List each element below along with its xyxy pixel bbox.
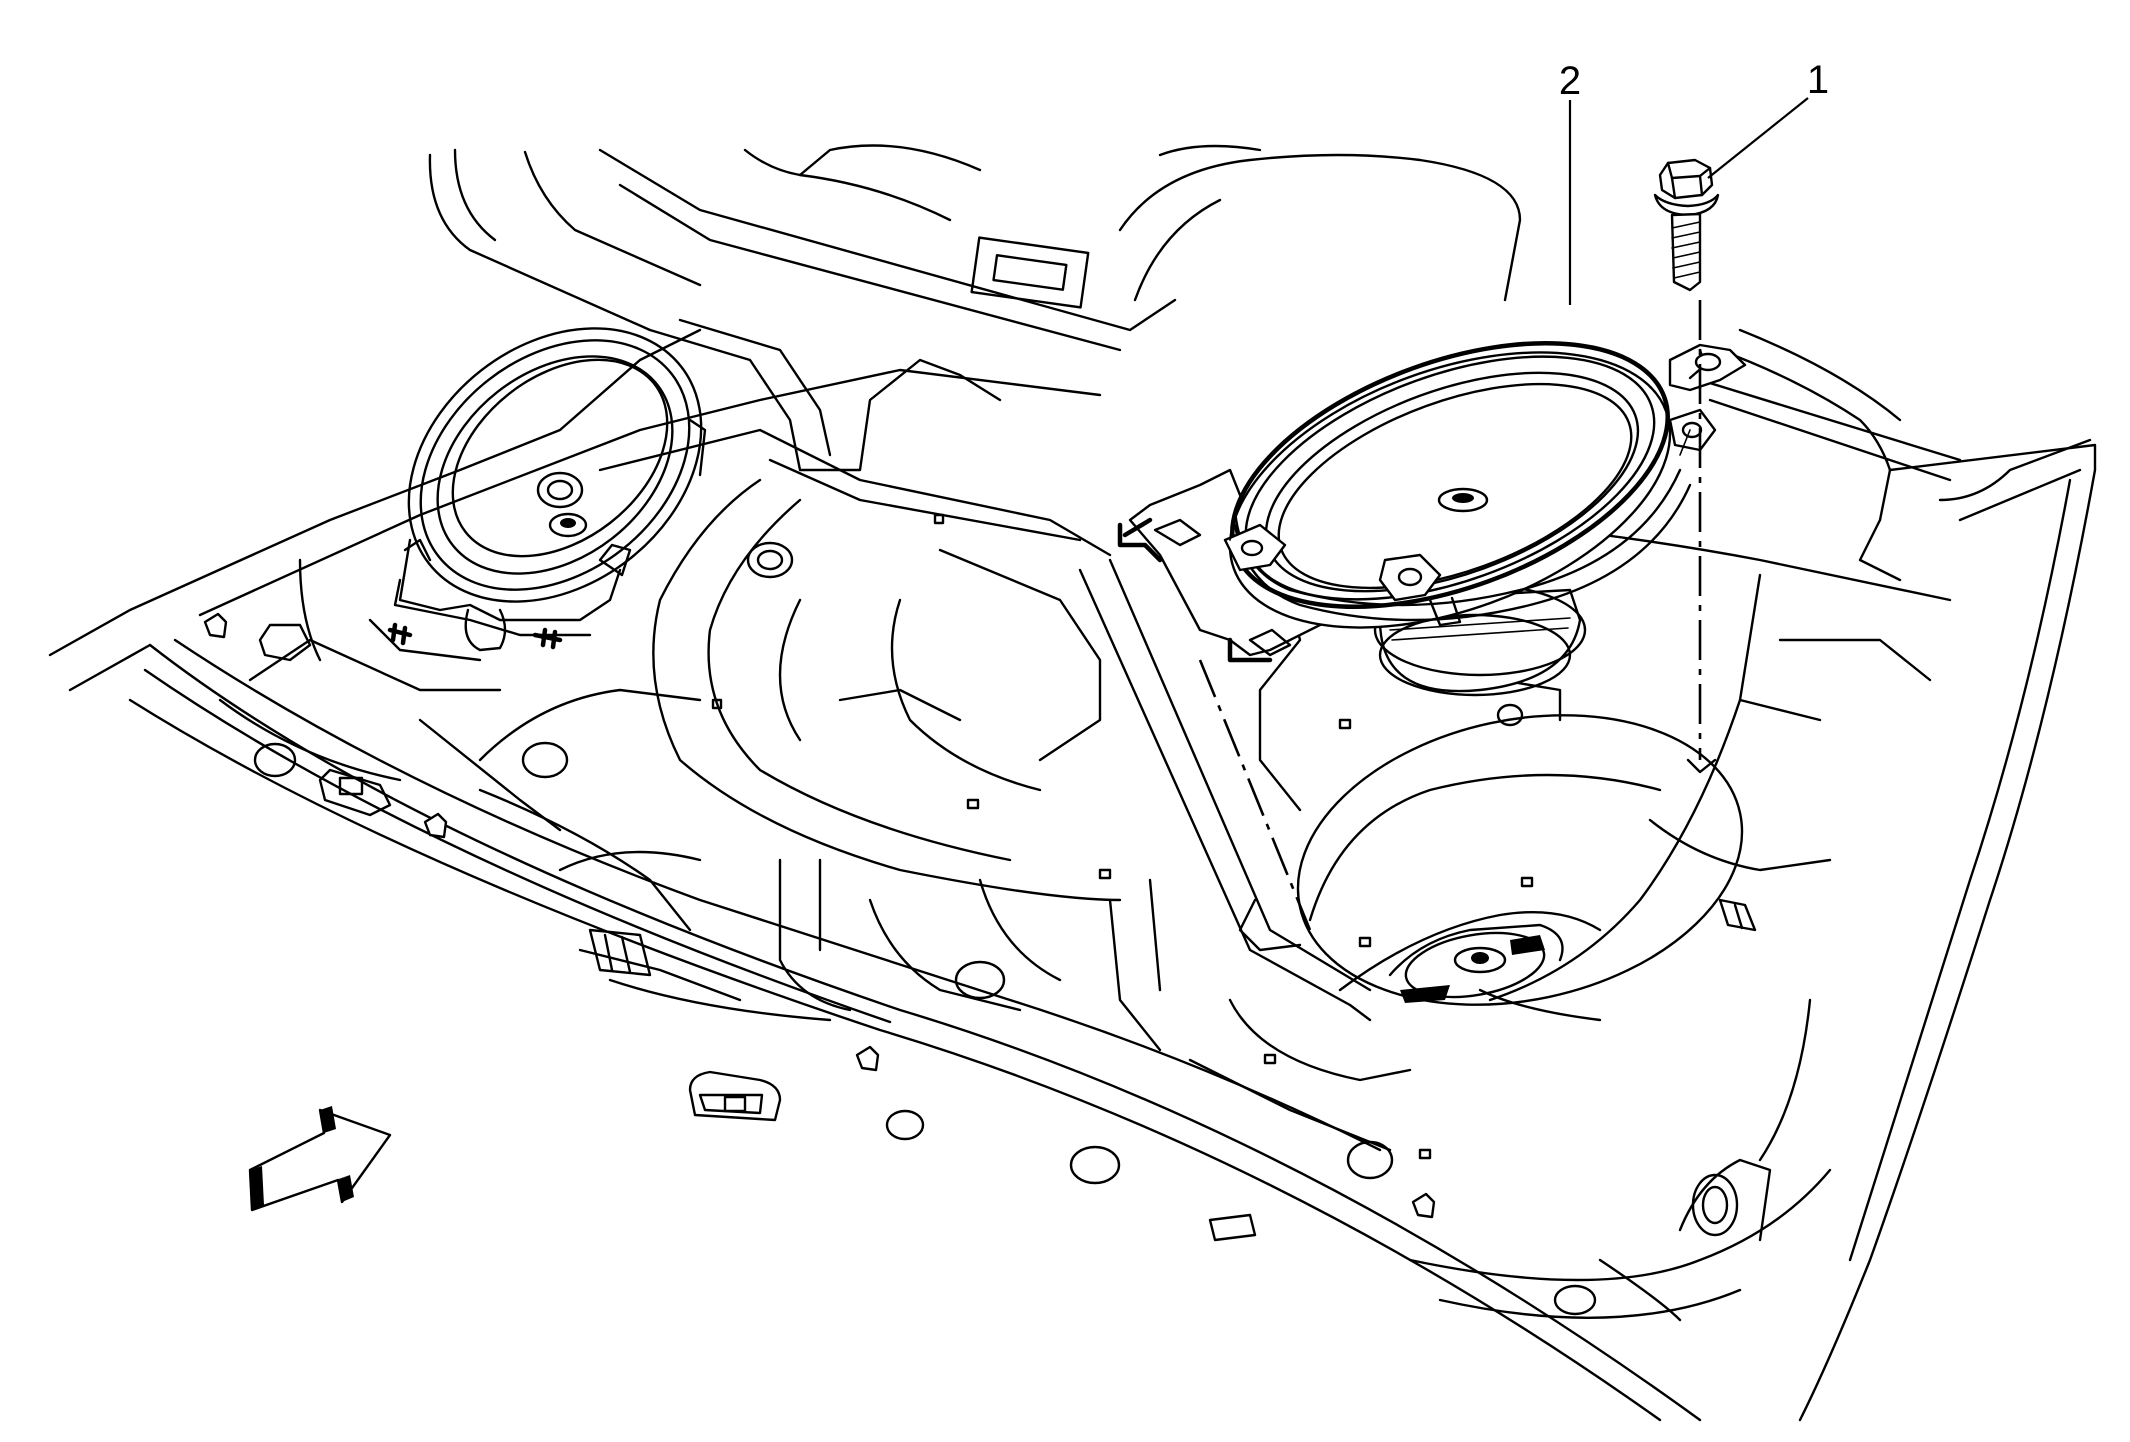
rear-seatback bbox=[428, 144, 2092, 522]
callout-1-label: 1 bbox=[1807, 58, 1829, 102]
spare-tire-well bbox=[1296, 714, 1744, 1006]
package-shelf-panel bbox=[48, 328, 2097, 1422]
installation-path-lines bbox=[1198, 300, 1717, 931]
right-speaker-assembly bbox=[1117, 341, 1747, 697]
callout-2-label: 2 bbox=[1559, 59, 1581, 103]
shelf-stampings bbox=[203, 471, 1932, 1316]
callout-1: 1 bbox=[1707, 58, 1829, 179]
bolt-icon bbox=[1653, 158, 1720, 292]
right-quarter-structure bbox=[1598, 998, 1812, 1322]
left-speaker bbox=[387, 327, 707, 652]
direction-arrow-icon bbox=[248, 1106, 392, 1212]
callout-2: 2 bbox=[1559, 59, 1581, 305]
